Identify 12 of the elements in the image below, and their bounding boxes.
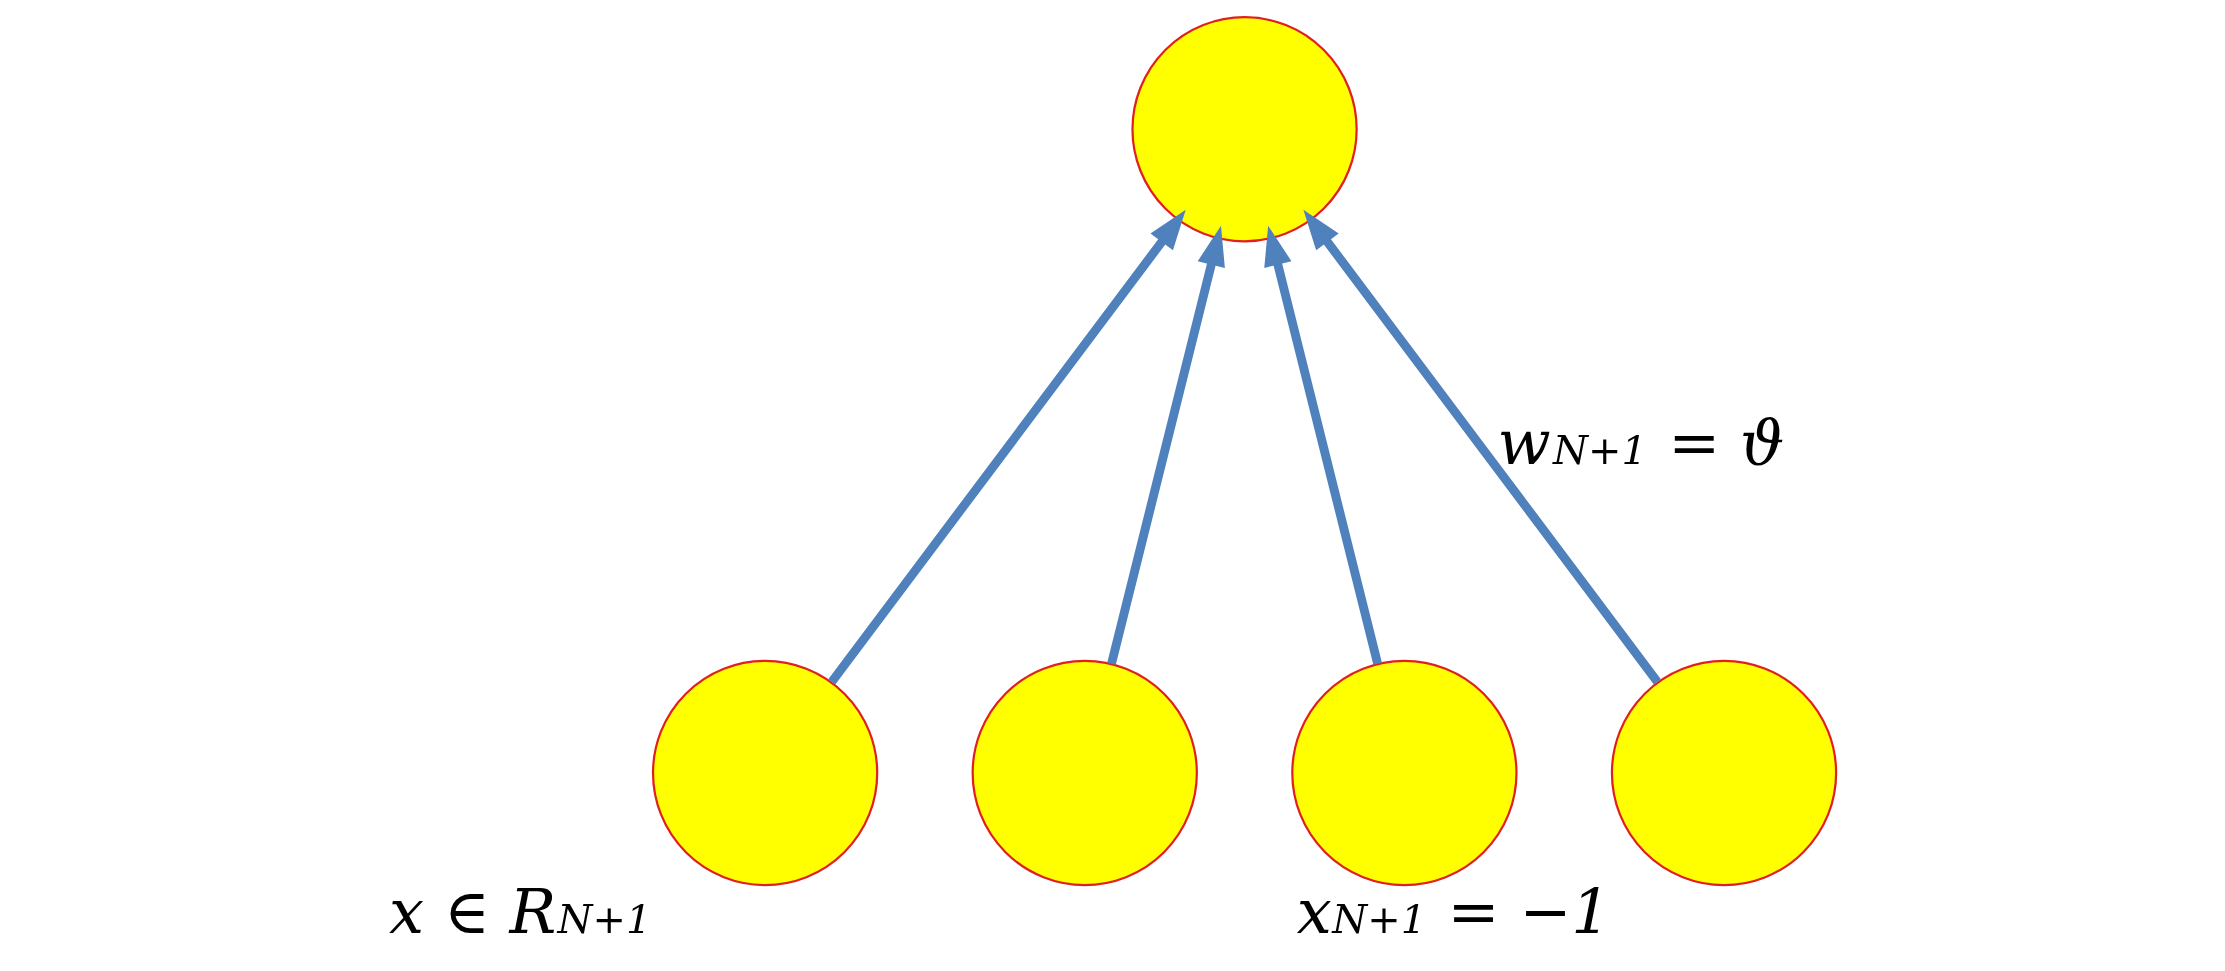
arrow <box>1264 225 1382 665</box>
node-circle <box>1610 659 1838 887</box>
node-circle <box>1291 659 1518 887</box>
node-label: x ∈ RN+1 <box>388 874 652 948</box>
arrow <box>828 209 1186 685</box>
node-circle <box>971 659 1198 887</box>
edge-label: wN+1 = ϑ <box>1497 406 1785 480</box>
node-circle <box>651 659 879 887</box>
node-label: xN+1 = −1 <box>1296 874 1611 948</box>
node-circle <box>1131 16 1358 243</box>
arrow <box>1107 225 1225 665</box>
arrow <box>1303 209 1661 685</box>
